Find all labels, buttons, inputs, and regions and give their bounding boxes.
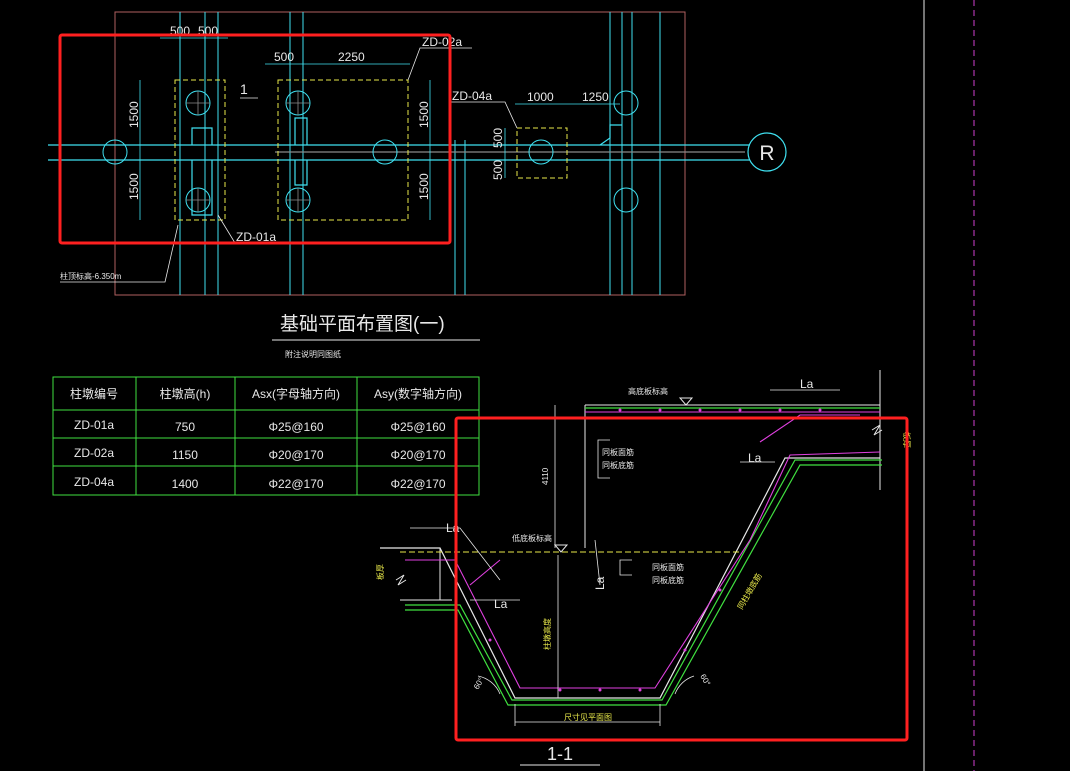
dim-1250: 1250 bbox=[582, 90, 609, 104]
note-lower-2: 同板底筋 bbox=[652, 575, 684, 585]
label-zd01: ZD-01a bbox=[236, 230, 276, 244]
highlight-box-section bbox=[454, 416, 909, 742]
right-note: 同柱墩底筋 bbox=[735, 571, 764, 611]
label-elevation: 柱顶标高-6.350m bbox=[60, 271, 122, 281]
table-cell: ZD-01a bbox=[74, 418, 114, 432]
table-cell: Φ22@170 bbox=[268, 477, 323, 491]
label-zd04: ZD-04a bbox=[452, 89, 492, 103]
low-level-label: 低底板标高 bbox=[512, 533, 552, 543]
plan-title: 基础平面布置图(一) bbox=[280, 313, 445, 335]
table-cell: ZD-02a bbox=[74, 446, 114, 460]
label-zd02: ZD-02a bbox=[422, 35, 462, 49]
table-cell: Φ20@170 bbox=[268, 448, 323, 462]
left-side-label: 板厚 bbox=[375, 564, 385, 580]
dim-2250: 2250 bbox=[338, 50, 365, 64]
table-cell: Φ25@160 bbox=[268, 420, 323, 434]
bottom-size-label: 尺寸见平面图 bbox=[564, 712, 612, 722]
dim-1500-d: 1500 bbox=[417, 173, 431, 200]
dim-1500-c: 1500 bbox=[417, 101, 431, 128]
la-label: La bbox=[446, 521, 460, 535]
plan-boundary bbox=[114, 11, 686, 296]
note-upper-1: 同板面筋 bbox=[602, 447, 634, 457]
table-cell: ZD-04a bbox=[74, 475, 114, 489]
angle-left: 60° bbox=[472, 676, 486, 691]
table-cell: 750 bbox=[175, 420, 195, 434]
la-label: La bbox=[593, 576, 607, 590]
note-lower-1: 同板面筋 bbox=[652, 562, 684, 572]
axis-bubble-r bbox=[747, 132, 787, 172]
table-header: Asy(数字轴方向) bbox=[374, 386, 462, 401]
foundation-plan: R 500 500 500 2250 1000 1250 1500 1500 1… bbox=[48, 11, 787, 359]
table-header: Asx(字母轴方向) bbox=[252, 386, 340, 401]
section-title: 1-1 bbox=[547, 744, 573, 764]
note-upper-2: 同板底筋 bbox=[602, 460, 634, 470]
dim-1500-b: 1500 bbox=[127, 173, 141, 200]
la-label: La bbox=[494, 597, 508, 611]
la-label: La bbox=[748, 451, 762, 465]
table-header: 柱墩编号 bbox=[70, 386, 118, 401]
table-cell: Φ25@160 bbox=[390, 420, 445, 434]
table-header: 柱墩高(h) bbox=[160, 386, 211, 401]
column-height-label: 柱墩高度 bbox=[542, 618, 552, 650]
axis-label-r: R bbox=[759, 142, 774, 165]
table-cell: 1400 bbox=[172, 477, 199, 491]
section-1-1: 4110 La La La La La 高底板标高 低底板标高 同板面筋 同板底… bbox=[375, 370, 912, 766]
top-level-label: 高底板标高 bbox=[628, 386, 668, 396]
pile-cap-table: 柱墩编号 柱墩高(h) Asx(字母轴方向) Asy(数字轴方向) ZD-01a… bbox=[52, 376, 480, 496]
section-mark: 1 bbox=[240, 81, 248, 97]
dim-1500-a: 1500 bbox=[127, 101, 141, 128]
table-cell: Φ20@170 bbox=[390, 448, 445, 462]
dim-500-v: 500 bbox=[491, 128, 505, 148]
dim-1000: 1000 bbox=[527, 90, 554, 104]
dim-4110: 4110 bbox=[541, 467, 550, 485]
dim-500-c: 500 bbox=[274, 50, 294, 64]
plan-subtitle: 附注说明同图纸 bbox=[285, 349, 341, 359]
angle-right: 60° bbox=[698, 673, 712, 688]
table-cell: Φ22@170 bbox=[390, 477, 445, 491]
dim-500-v2: 500 bbox=[491, 160, 505, 180]
table-cell: 1150 bbox=[172, 448, 198, 462]
la-label: La bbox=[800, 377, 814, 391]
highlight-box-plan bbox=[58, 33, 452, 245]
